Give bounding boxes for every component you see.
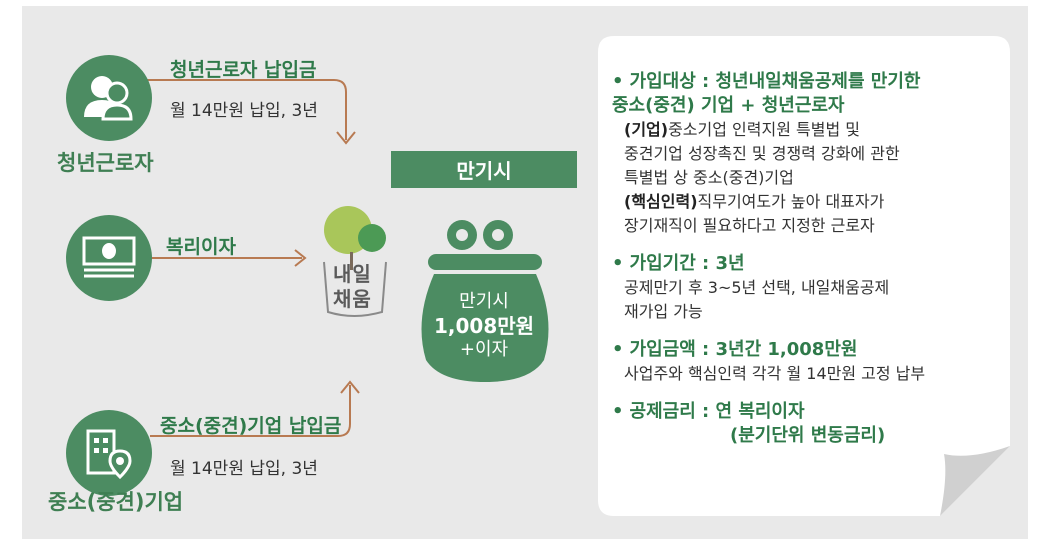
company-tag: (기업) — [624, 120, 669, 139]
rate-heading: 공제금리 : 연 복리이자 — [629, 401, 805, 422]
bullet-icon: • — [612, 339, 624, 360]
sme-name: 중소(중견)기업 — [48, 490, 184, 514]
youth-worker-icon — [66, 55, 152, 141]
sme-contribution-label: 중소(중견)기업 납입금 — [160, 415, 342, 437]
arrow-top-connector — [146, 79, 347, 140]
bullet-icon: • — [612, 253, 624, 274]
sme-icon — [66, 410, 152, 496]
banknote-icon — [82, 236, 136, 278]
arrow-middle-head — [294, 249, 307, 267]
info-item-rate: •공제금리 : 연 복리이자 (분기단위 변동금리) — [612, 400, 1004, 448]
youth-contribution-detail: 월 14만원 납입, 3년 — [170, 101, 318, 121]
period-desc1: 공제만기 후 3~5년 선택, 내일채움공제 — [624, 278, 890, 297]
youth-worker-name: 청년근로자 — [57, 151, 154, 175]
money-pouch-icon — [421, 220, 549, 382]
company-desc3: 특별법 상 중소(중견)기업 — [624, 168, 794, 187]
arrow-bottom-connector — [150, 385, 351, 437]
building-location-icon — [86, 429, 132, 479]
talent-tag: (핵심인력) — [624, 192, 698, 211]
info-list: •가입대상 : 청년내일채움공제를 만기한 중소(중견) 기업 + 청년근로자 … — [612, 70, 1004, 462]
pot-line1: 만기시 — [459, 291, 509, 312]
tree-logo-icon — [323, 206, 387, 317]
logo-text-line2: 채움 — [333, 287, 372, 311]
users-icon — [84, 76, 133, 121]
period-heading: 가입기간 : 3년 — [629, 253, 745, 274]
maturity-header: 만기시 — [391, 151, 577, 188]
interest-label: 복리이자 — [166, 236, 236, 258]
sme-contribution-detail: 월 14만원 납입, 3년 — [170, 459, 318, 479]
talent-desc2: 장기재직이 필요하다고 지정한 근로자 — [624, 216, 875, 235]
bullet-icon: • — [612, 71, 624, 92]
rate-subheading: (분기단위 변동금리) — [730, 425, 886, 446]
eligibility-heading: 가입대상 : 청년내일채움공제를 만기한 — [629, 71, 921, 92]
period-desc2: 재가입 가능 — [624, 302, 703, 321]
info-item-period: •가입기간 : 3년 공제만기 후 3~5년 선택, 내일채움공제 재가입 가능 — [612, 252, 1004, 324]
company-desc2: 중견기업 성장촉진 및 경쟁력 강화에 관한 — [624, 144, 900, 163]
talent-desc1: 직무기여도가 높아 대표자가 — [697, 192, 885, 211]
pot-line3: +이자 — [459, 339, 509, 360]
amount-heading: 가입금액 : 3년간 1,008만원 — [629, 339, 858, 360]
arrow-bottom-head — [340, 380, 360, 394]
logo-text-line1: 내일 — [333, 262, 372, 286]
pot-amount: 1,008만원 — [433, 314, 535, 338]
company-desc1: 중소기업 인력지원 특별법 및 — [668, 120, 860, 139]
info-card-background — [598, 36, 1010, 516]
info-item-eligibility: •가입대상 : 청년내일채움공제를 만기한 중소(중견) 기업 + 청년근로자 … — [612, 70, 1004, 238]
arrow-top-head — [336, 131, 356, 145]
youth-contribution-label: 청년근로자 납입금 — [170, 59, 317, 81]
amount-desc: 사업주와 핵심인력 각각 월 14만원 고정 납부 — [624, 364, 926, 383]
pot-summary: 만기시 1,008만원 +이자 — [420, 290, 548, 362]
eligibility-heading-cont: 중소(중견) 기업 + 청년근로자 — [612, 95, 845, 116]
bullet-icon: • — [612, 401, 624, 422]
info-item-amount: •가입금액 : 3년간 1,008만원 사업주와 핵심인력 각각 월 14만원 … — [612, 338, 1004, 386]
money-icon — [66, 215, 152, 301]
